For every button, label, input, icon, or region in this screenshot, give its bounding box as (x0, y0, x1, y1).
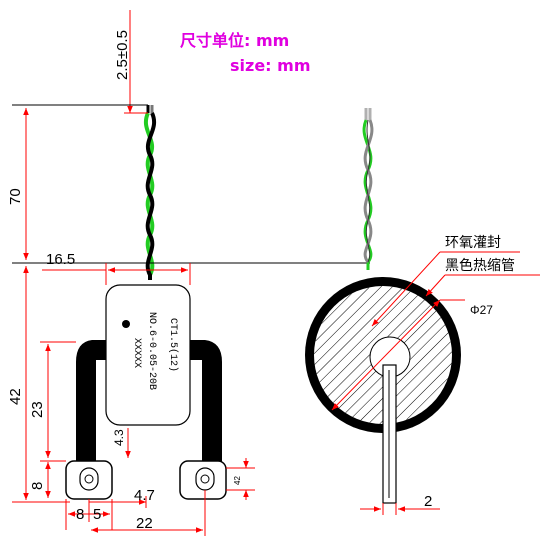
dim-small-tab: 42 (226, 458, 255, 500)
dim-terminal-width-label: 8 (76, 506, 84, 523)
dim-gap-label: 4.3 (112, 429, 126, 446)
ct-body: CT1.5(12) NO.6-0.05-20B XXXXX (105, 284, 191, 426)
twisted-wire-left (144, 105, 156, 280)
callout-sleeve-label: 黑色热缩管 (445, 257, 515, 274)
polarity-dot (122, 320, 130, 328)
dim-leg-height-label: 23 (29, 401, 46, 418)
dim-wire-tip: 2.5±0.5 (114, 10, 148, 114)
dim-gap: 4.3 (112, 428, 131, 458)
terminal-right (179, 460, 227, 500)
ct-round-view (305, 277, 461, 504)
dim-hole-pitch-label: 4.7 (134, 487, 155, 504)
dim-hole-pitch: 4.7 (89, 487, 155, 508)
body-label-1: CT1.5(12) (167, 318, 179, 372)
unit-label-en: size: mm (230, 56, 310, 75)
callout-epoxy: 环氧灌封 (371, 235, 520, 327)
unit-label-cn: 尺寸单位: mm (180, 31, 289, 50)
dim-body-width-label: 16.5 (46, 251, 75, 268)
dim-terminal-width: 8 5 (65, 499, 113, 530)
dim-diameter-label: Φ27 (470, 303, 493, 317)
dim-pitch: 22 (91, 490, 206, 536)
dim-wire-tip-label: 2.5±0.5 (114, 30, 131, 80)
dim-lead-width-label: 2 (424, 493, 432, 510)
dim-small-tab-label: 42 (233, 476, 242, 485)
dim-diameter: Φ27 (331, 299, 493, 411)
dim-wire-length-label: 70 (7, 188, 24, 205)
dim-terminal-height-label: 8 (29, 482, 46, 490)
dim-body-width: 16.5 (42, 251, 191, 285)
core-legs (76, 340, 222, 465)
dim-hole-offset-label: 5 (93, 506, 101, 523)
twisted-wire-right (362, 108, 374, 270)
dim-pitch-label: 22 (136, 515, 153, 532)
dim-lead-width: 2 (360, 493, 440, 515)
dim-total-height: 42 (7, 266, 70, 503)
dim-wire-length: 70 (7, 108, 29, 260)
body-label-3: XXXXX (131, 338, 142, 368)
callout-epoxy-label: 环氧灌封 (445, 235, 501, 251)
callout-sleeve: 黑色热缩管 (425, 257, 540, 297)
dim-total-height-label: 42 (7, 388, 24, 405)
body-label-2: NO.6-0.05-20B (146, 312, 157, 390)
dim-leg-height: 23 (29, 341, 76, 458)
terminal-left (65, 460, 113, 500)
dim-terminal-height: 8 (29, 460, 66, 498)
